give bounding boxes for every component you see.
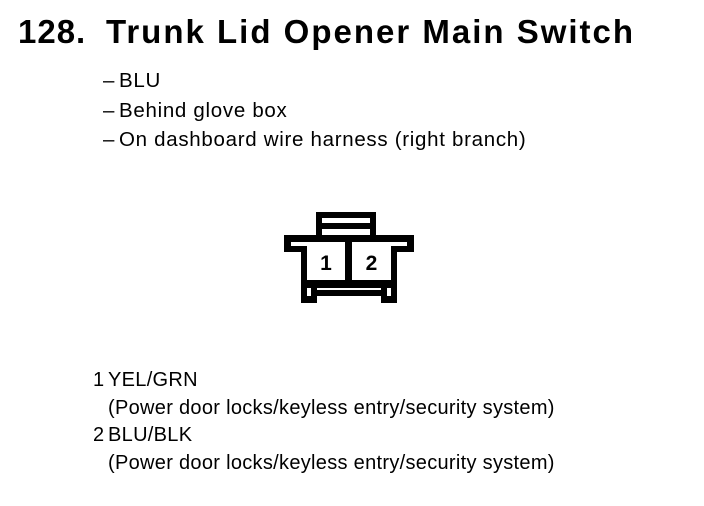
connector-body	[284, 235, 414, 303]
wire-function: (Power door locks/keyless entry/security…	[108, 451, 555, 474]
page-title: 128. Trunk Lid Opener Main Switch	[18, 15, 635, 48]
wire-color: YEL/GRN	[108, 369, 198, 391]
dash-bullet: –	[103, 128, 116, 151]
location-text: Behind glove box	[119, 98, 288, 122]
location-text: BLU	[119, 69, 161, 92]
location-item: –Behind glove box	[103, 96, 526, 126]
location-item: –BLU	[103, 66, 526, 96]
wire-color: BLU/BLK	[108, 424, 193, 446]
location-list: –BLU –Behind glove box –On dashboard wir…	[103, 66, 526, 155]
dash-bullet: –	[103, 69, 116, 92]
pin-number: 1	[93, 369, 105, 391]
item-number: 128.	[18, 13, 87, 50]
connector-drawing: 1 2	[284, 212, 414, 303]
connector-diagram: 1 2	[283, 211, 415, 304]
location-text: On dashboard wire harness (right branch)	[119, 128, 527, 151]
wire-function: (Power door locks/keyless entry/security…	[108, 396, 555, 419]
item-title: Trunk Lid Opener Main Switch	[106, 13, 636, 50]
dash-bullet: –	[103, 98, 116, 122]
connector-latch-tab	[316, 212, 376, 236]
pin-cavity-1-label: 1	[320, 252, 332, 275]
location-item: –On dashboard wire harness (right branch…	[103, 125, 526, 155]
pin-number: 2	[93, 424, 105, 446]
pin-cavity-2-label: 2	[366, 252, 378, 275]
